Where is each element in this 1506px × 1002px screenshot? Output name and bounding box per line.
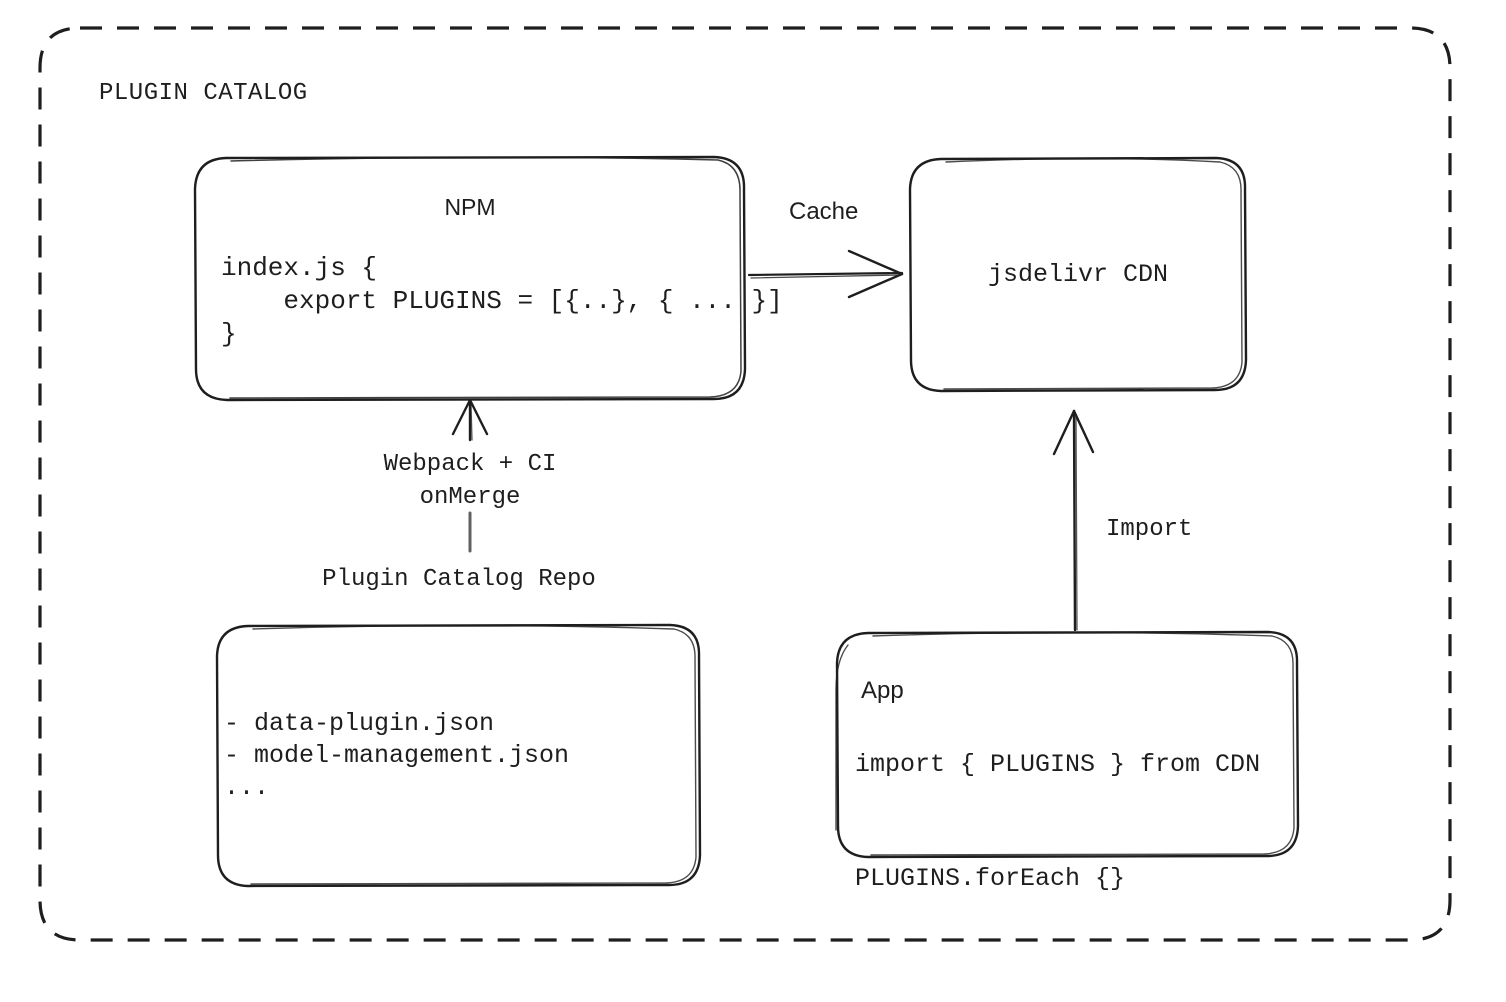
npm-node-title: NPM bbox=[444, 194, 496, 220]
npm-node-code: index.js { export PLUGINS = [{..}, { ...… bbox=[221, 253, 783, 349]
edge-import-arrow bbox=[1052, 409, 1095, 632]
repo-node-code: - data-plugin.json - model-management.js… bbox=[224, 709, 570, 802]
repo-node-title: Plugin Catalog Repo bbox=[322, 566, 596, 593]
group-title: PLUGIN CATALOG bbox=[99, 80, 308, 107]
app-node-title: App bbox=[861, 677, 904, 704]
edge-cache-label: Cache bbox=[789, 198, 859, 225]
app-node-code: import { PLUGINS } from CDN PLUGINS.forE… bbox=[855, 750, 1261, 893]
edge-build-label: Webpack + CI onMerge bbox=[383, 451, 557, 511]
edge-import-label: Import bbox=[1106, 516, 1193, 543]
cdn-node-title: jsdelivr CDN bbox=[987, 260, 1169, 289]
